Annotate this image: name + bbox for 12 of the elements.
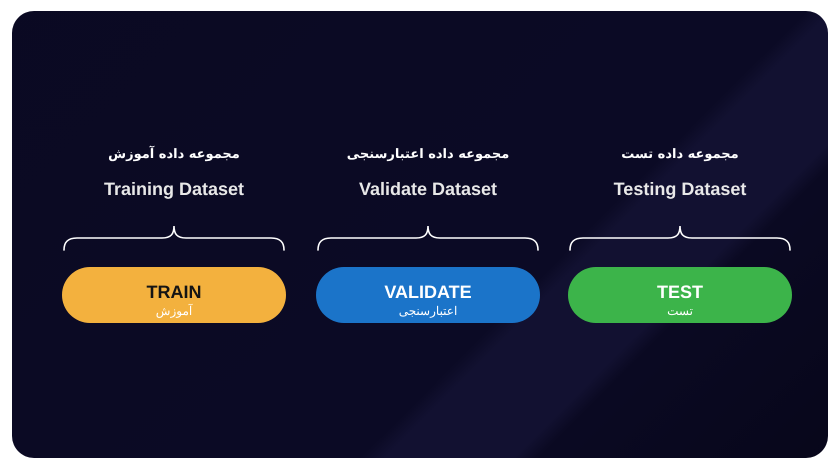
dataset-heading: مجموعه داده آموزش <box>108 145 240 164</box>
pill-title: TRAIN <box>146 282 202 302</box>
pill-subtitle: تست <box>667 303 693 319</box>
dataset-heading: مجموعه داده تست <box>621 146 739 164</box>
dataset-heading: Testing Dataset <box>614 178 746 200</box>
dataset-heading: مجموعه داده اعتبارسنجی <box>346 146 510 164</box>
pill-subtitle: آموزش <box>156 303 192 319</box>
pill-subtitle: اعتبارسنجی <box>398 303 458 319</box>
pill-title: TEST <box>656 282 703 302</box>
pill-title: VALIDATE <box>384 282 472 302</box>
dataset-heading: Training Dataset <box>104 178 244 200</box>
dataset-heading: Validate Dataset <box>358 178 498 200</box>
